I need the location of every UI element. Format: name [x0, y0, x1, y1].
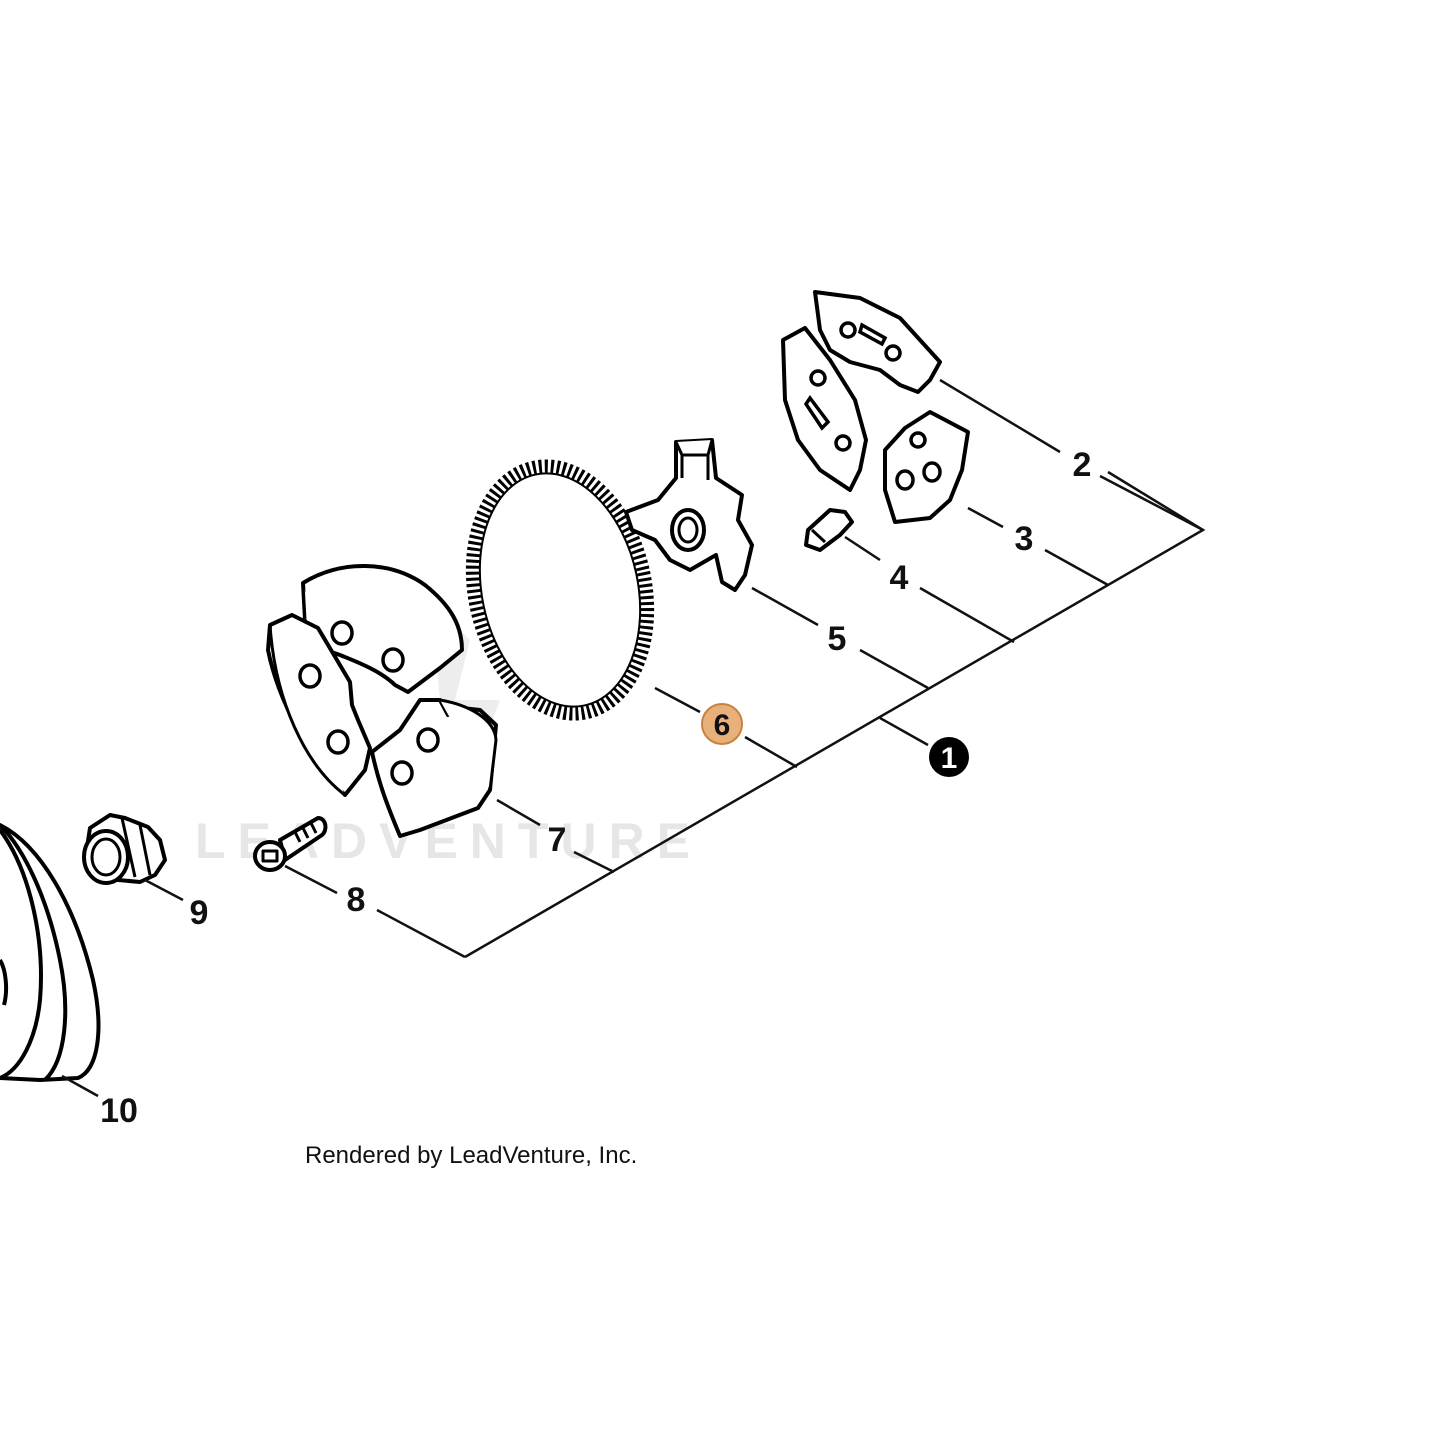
- part-10-clutch-drum[interactable]: [0, 823, 101, 1082]
- part-8-screw[interactable]: [253, 816, 328, 872]
- callout-1-badge: [929, 737, 969, 777]
- part-9-needle-bearing[interactable]: [82, 813, 167, 885]
- callout-3[interactable]: 3: [1015, 520, 1034, 558]
- callout-4[interactable]: 4: [890, 559, 909, 597]
- callout-8[interactable]: 8: [347, 881, 366, 919]
- rendered-by-credit: Rendered by LeadVenture, Inc.: [305, 1142, 637, 1169]
- part-7-clutch-shoes[interactable]: [266, 564, 498, 838]
- callout-6[interactable]: 6: [701, 703, 743, 745]
- part-4-pin[interactable]: [804, 508, 854, 552]
- callout-5[interactable]: 5: [828, 620, 847, 658]
- callout-10[interactable]: 10: [100, 1092, 138, 1130]
- leader-lines: [61, 378, 1206, 1098]
- callouts: 1 2 3 4 5 6 7 8 9 10: [100, 446, 1091, 1130]
- callout-6-label: 6: [714, 709, 731, 742]
- callout-9[interactable]: 9: [190, 894, 209, 932]
- part-3-plate[interactable]: [883, 410, 970, 524]
- part-6-garter-spring[interactable]: [451, 450, 669, 730]
- callout-2[interactable]: 2: [1073, 446, 1092, 484]
- part-2-plates[interactable]: [781, 290, 942, 492]
- part-5-carrier-hub[interactable]: [624, 438, 754, 592]
- callout-1[interactable]: 1: [929, 737, 969, 777]
- callout-6-highlight: [701, 703, 743, 745]
- callout-7[interactable]: 7: [548, 821, 567, 859]
- callout-1-label: 1: [941, 742, 958, 775]
